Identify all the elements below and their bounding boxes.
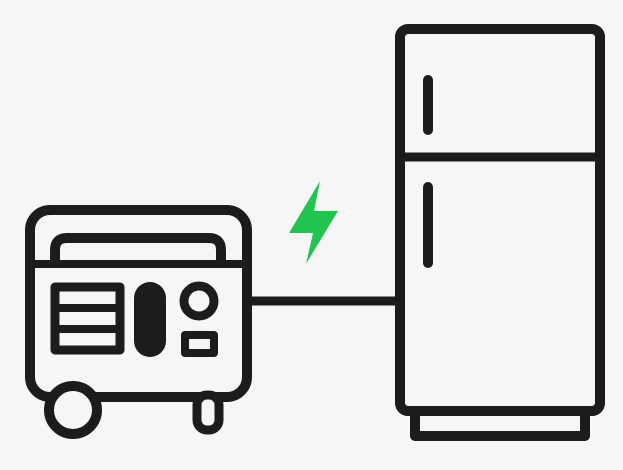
lightning-bolt-icon <box>289 181 338 264</box>
generator-outlet <box>181 331 218 357</box>
generator-control-panel <box>50 282 125 355</box>
generator-handle <box>50 233 226 267</box>
generator-knob <box>179 281 219 321</box>
portable-generator-icon <box>25 205 252 439</box>
generator-foot-right <box>192 390 224 435</box>
refrigerator-icon <box>395 24 605 441</box>
generator-fuel-gauge <box>134 282 166 357</box>
refrigerator-body <box>395 24 605 416</box>
generator-wheel-left <box>44 381 102 439</box>
